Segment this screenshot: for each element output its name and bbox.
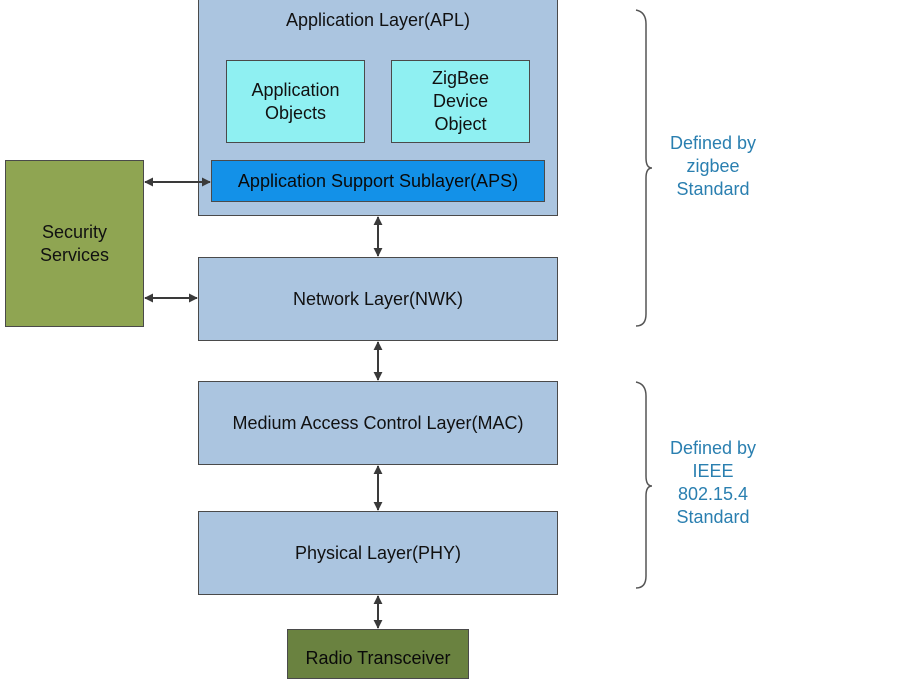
zigbee-brace	[635, 9, 653, 327]
application-layer-label: Application Layer(APL)	[285, 10, 471, 30]
application-objects-box: Application Objects	[226, 60, 365, 143]
zigbee-device-object-box: ZigBee Device Object	[391, 60, 530, 143]
zigbee-standard-note: Defined by zigbee Standard	[669, 133, 757, 199]
network-layer-box: Network Layer(NWK)	[198, 257, 558, 341]
ieee-standard-note: Defined by IEEE 802.15.4 Standard	[669, 438, 757, 527]
ieee-brace	[635, 381, 653, 589]
aps-sublayer-box: Application Support Sublayer(APS)	[211, 160, 545, 202]
security-services-box: Security Services	[5, 160, 144, 327]
mac-layer-box: Medium Access Control Layer(MAC)	[198, 381, 558, 465]
phy-layer-box: Physical Layer(PHY)	[198, 511, 558, 595]
radio-transceiver-box: Radio Transceiver	[287, 629, 469, 679]
